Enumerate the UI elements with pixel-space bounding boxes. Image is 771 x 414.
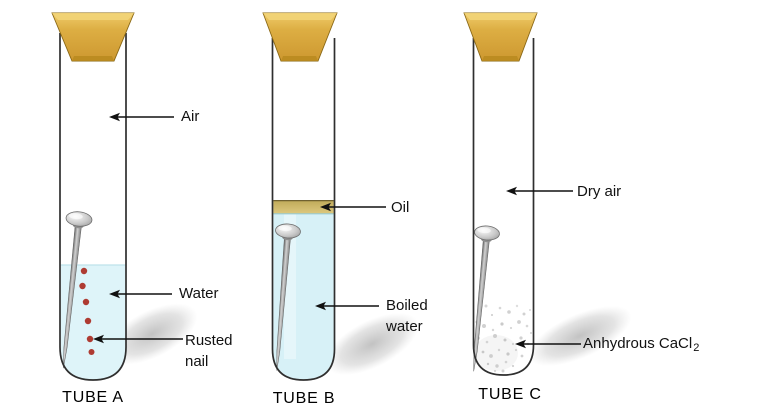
tube-b-cork [262, 12, 338, 62]
tube-a-rust-spots [79, 267, 95, 355]
tube-b-oil-layer [273, 200, 334, 214]
tube-a-cork [51, 12, 135, 62]
label-anhydrous-text: Anhydrous CaCl [583, 335, 693, 352]
label-anhydrous-cacl2: Anhydrous CaCl2 [583, 335, 699, 354]
tube-c-cork [463, 12, 538, 62]
tube-a-group [51, 12, 135, 381]
tube-a-water [60, 265, 126, 380]
label-dry-air: Dry air [577, 183, 622, 200]
tube-c-shadow [511, 295, 649, 377]
rusted-nail-arrow [93, 334, 183, 344]
label-water: Water [179, 285, 219, 302]
tube-c-group [463, 12, 538, 376]
label-rusted-nail: Rusted nail [185, 332, 233, 370]
tube-b-glass-outline [271, 38, 336, 381]
tube-a-glass-outline [59, 33, 127, 381]
tube-c-caption: TUBE C [478, 386, 542, 403]
label-air: Air [181, 108, 200, 125]
label-anhydrous-subscript: 2 [693, 342, 700, 354]
oil-arrow [320, 202, 386, 212]
tube-c-glass-outline [472, 38, 535, 376]
tube-c-nail [473, 225, 500, 372]
tube-b-shadow [309, 302, 435, 386]
boiled-water-arrow [315, 301, 379, 311]
tube-a-caption: TUBE A [62, 389, 124, 406]
tube-b-group [262, 12, 338, 381]
tube-c-glass-body [473, 38, 534, 375]
tube-b-caption: TUBE B [272, 390, 336, 407]
anhydrous-cacl2-arrow [515, 339, 581, 349]
dry-air-arrow [506, 186, 573, 196]
tube-b-nail [275, 223, 301, 371]
air-arrow [109, 112, 174, 122]
tube-a-rusted-nail [63, 211, 93, 369]
water-arrow [109, 289, 172, 299]
label-boiled-water: Boiled water [386, 297, 428, 335]
label-oil: Oil [391, 199, 410, 216]
